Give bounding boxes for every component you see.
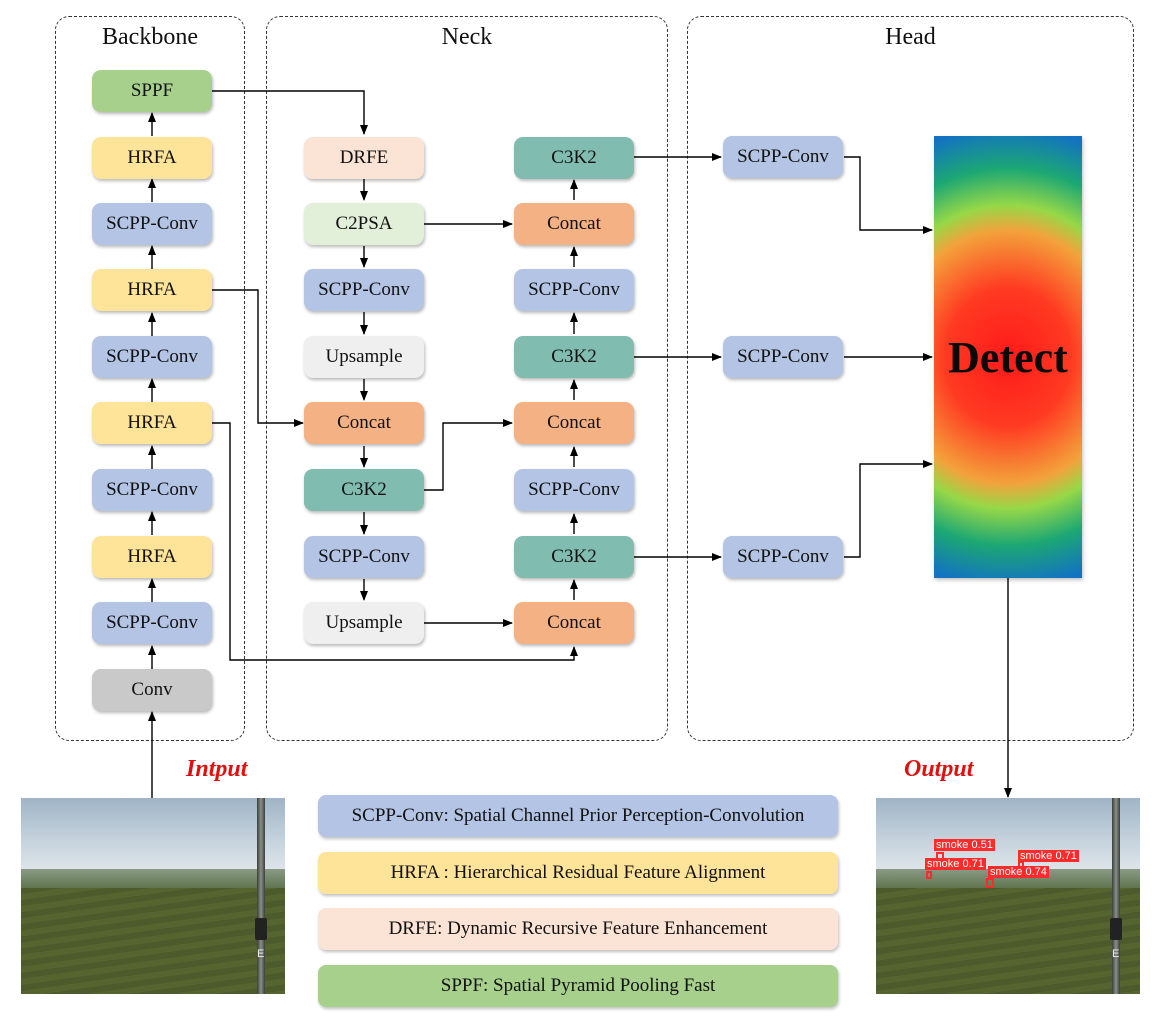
head-scpp-conv-top: SCPP-Conv bbox=[723, 136, 843, 178]
hrfa-block-4: HRFA bbox=[92, 137, 212, 179]
detect-label: Detect bbox=[948, 332, 1068, 382]
neck-concat-top: Concat bbox=[514, 203, 634, 245]
hrfa-block-3: HRFA bbox=[92, 269, 212, 311]
legend-scpp: SCPP-Conv: Spatial Channel Prior Percept… bbox=[318, 795, 838, 837]
neck-title: Neck bbox=[441, 24, 493, 50]
legend-drfe: DRFE: Dynamic Recursive Feature Enhancem… bbox=[318, 908, 838, 950]
head-title: Head bbox=[885, 24, 936, 50]
conv-block: Conv bbox=[92, 669, 212, 711]
detection-label: smoke 0.74 bbox=[988, 866, 1049, 878]
scpp-conv-block-2: SCPP-Conv bbox=[92, 469, 212, 511]
neck-scpp-conv-mid: SCPP-Conv bbox=[514, 469, 634, 511]
detection-label: smoke 0.71 bbox=[925, 858, 986, 870]
legend-sppf: SPPF: Spatial Pyramid Pooling Fast bbox=[318, 965, 838, 1007]
legend-hrfa: HRFA : Hierarchical Residual Feature Ali… bbox=[318, 852, 838, 894]
detection-label: smoke 0.71 bbox=[1018, 850, 1079, 862]
head-frame bbox=[687, 16, 1134, 741]
neck-concat-bottom: Concat bbox=[514, 602, 634, 644]
neck-c3k2-mid: C3K2 bbox=[514, 336, 634, 378]
neck-scpp-conv-a: SCPP-Conv bbox=[304, 269, 424, 311]
output-image: E smoke 0.51 smoke 0.71 smoke 0.71 smoke… bbox=[876, 798, 1140, 994]
detection-label: smoke 0.51 bbox=[934, 839, 995, 851]
scpp-conv-block-1: SCPP-Conv bbox=[92, 602, 212, 644]
drfe-block: DRFE bbox=[304, 137, 424, 179]
neck-scpp-conv-b: SCPP-Conv bbox=[304, 536, 424, 578]
hrfa-block-2: HRFA bbox=[92, 402, 212, 444]
hrfa-block-1: HRFA bbox=[92, 536, 212, 578]
detection-box bbox=[986, 878, 994, 888]
detect-block: Detect bbox=[934, 136, 1082, 578]
neck-c3k2-bottom: C3K2 bbox=[514, 536, 634, 578]
scpp-conv-block-3: SCPP-Conv bbox=[92, 336, 212, 378]
output-label: Output bbox=[904, 756, 974, 782]
c2psa-block: C2PSA bbox=[304, 203, 424, 245]
scpp-conv-block-4: SCPP-Conv bbox=[92, 203, 212, 245]
backbone-title: Backbone bbox=[102, 24, 198, 50]
head-scpp-conv-bottom: SCPP-Conv bbox=[723, 536, 843, 578]
head-scpp-conv-mid: SCPP-Conv bbox=[723, 336, 843, 378]
upsample-block-b: Upsample bbox=[304, 602, 424, 644]
neck-concat-mid: Concat bbox=[514, 402, 634, 444]
neck-concat-left: Concat bbox=[304, 402, 424, 444]
neck-c3k2-top: C3K2 bbox=[514, 137, 634, 179]
input-label: Intput bbox=[186, 756, 248, 782]
detection-box bbox=[926, 871, 932, 879]
input-image: E bbox=[21, 798, 285, 994]
neck-c3k2-left: C3K2 bbox=[304, 469, 424, 511]
upsample-block-a: Upsample bbox=[304, 336, 424, 378]
neck-scpp-conv-top: SCPP-Conv bbox=[514, 269, 634, 311]
sppf-block: SPPF bbox=[92, 70, 212, 112]
